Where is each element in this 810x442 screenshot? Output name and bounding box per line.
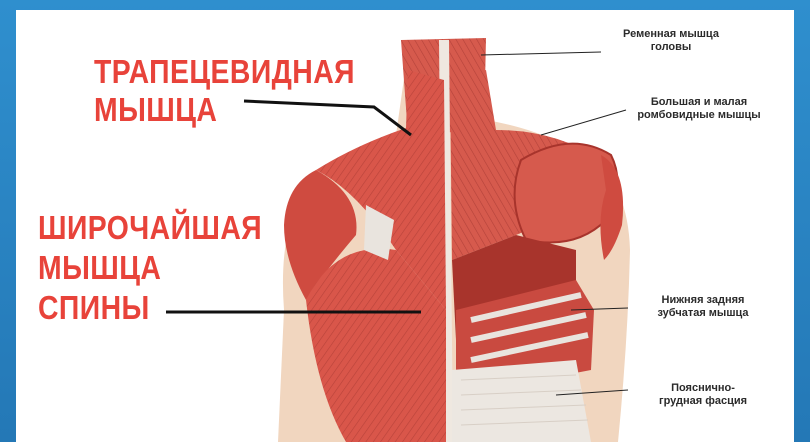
fascia-label-line1: Пояснично-: [628, 382, 778, 395]
splenius-leader: [481, 52, 601, 55]
rhomboid-label-line1: Большая и малая: [624, 96, 774, 109]
fascia-label-line2: грудная фасция: [628, 395, 778, 408]
trapezius-label-line1: ТРАПЕЦЕВИДНАЯ: [94, 54, 355, 90]
rhomboid-label-line2: ромбовидные мышцы: [624, 109, 774, 122]
trapezius-label-line2: МЫШЦА: [94, 92, 217, 128]
rhomboid-label: Большая и малая ромбовидные мышцы: [624, 96, 774, 122]
splenius-label-line2: головы: [601, 41, 741, 54]
splenius-label: Ременная мышца головы: [601, 28, 741, 54]
fascia-label: Пояснично- грудная фасция: [628, 382, 778, 408]
trapezius-leader: [244, 101, 411, 135]
thoracolumbar-fascia: [452, 360, 591, 442]
diagram-panel: ТРАПЕЦЕВИДНАЯ МЫШЦА ШИРОЧАЙШАЯ МЫШЦА СПИ…: [16, 10, 794, 442]
latissimus-label-line1: ШИРОЧАЙШАЯ: [38, 210, 262, 246]
rhomboid-leader: [541, 110, 626, 135]
serratus-label-line1: Нижняя задняя: [628, 294, 778, 307]
splenius-label-line1: Ременная мышца: [601, 28, 741, 41]
serratus-label-line2: зубчатая мышца: [628, 307, 778, 320]
serratus-label: Нижняя задняя зубчатая мышца: [628, 294, 778, 320]
latissimus-label-line3: СПИНЫ: [38, 290, 150, 326]
latissimus-label-line2: МЫШЦА: [38, 250, 161, 286]
